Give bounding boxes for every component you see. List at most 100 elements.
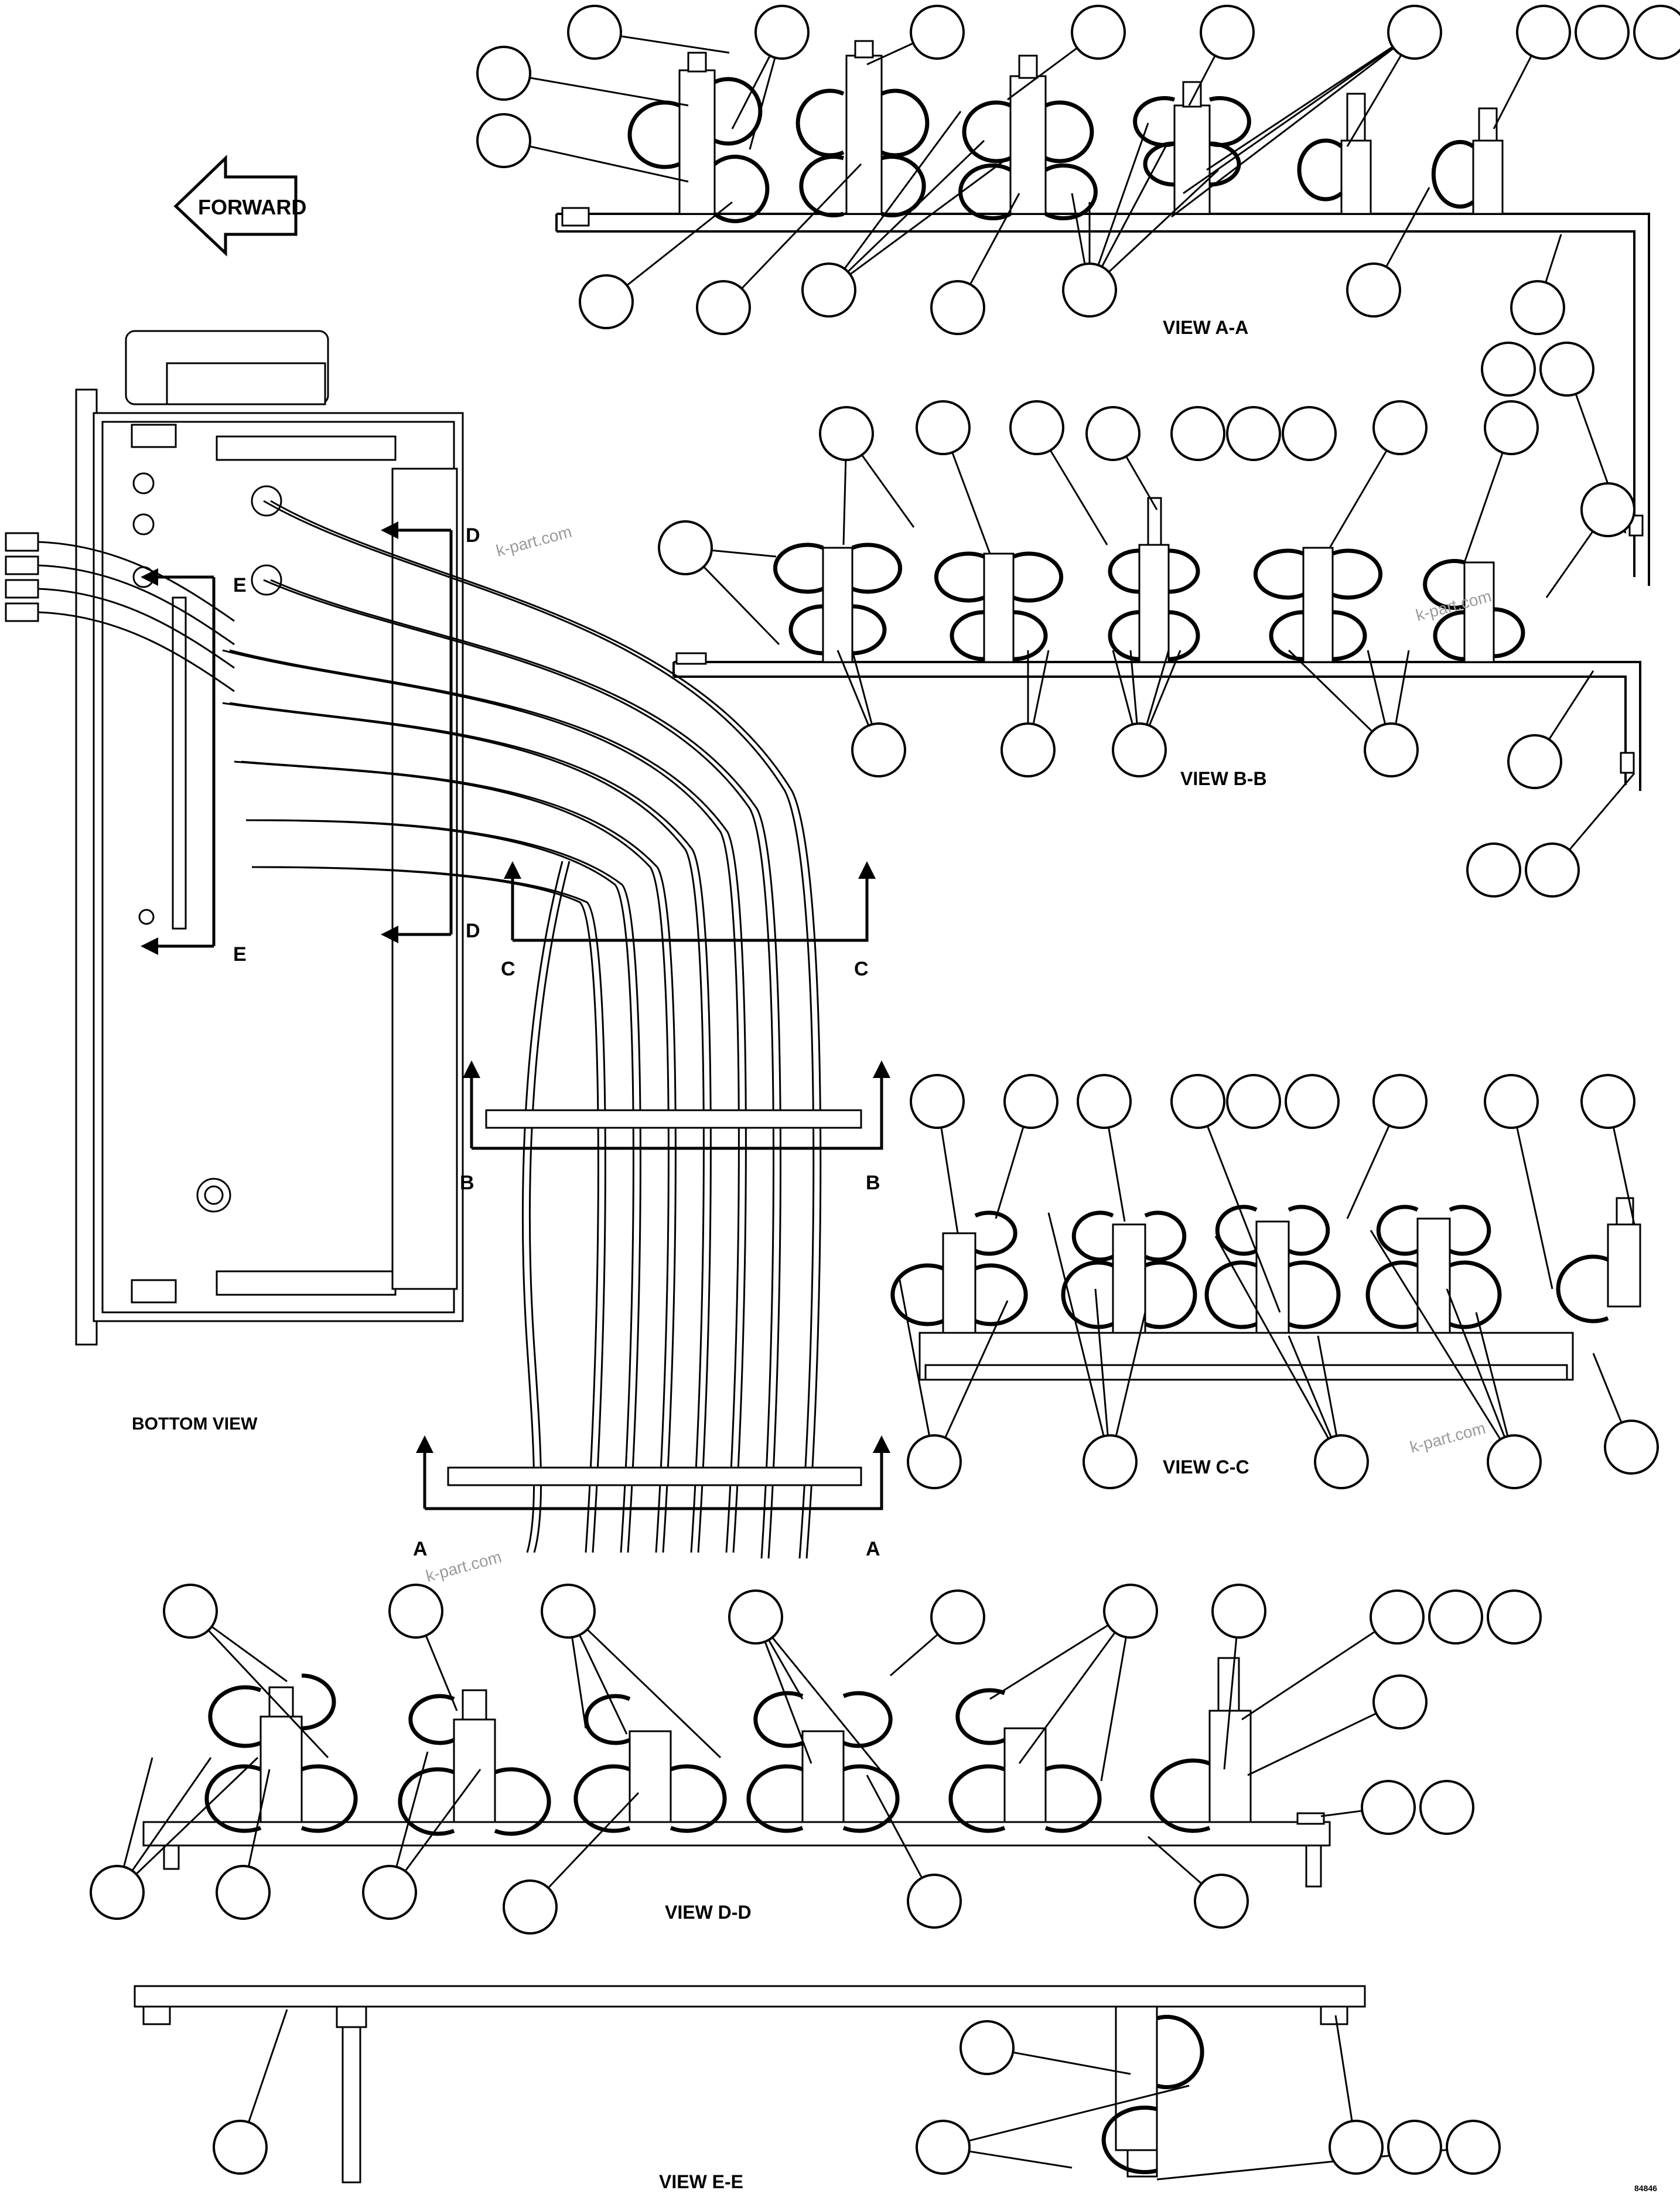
callout-balloon	[1580, 1074, 1635, 1129]
leader-line	[529, 145, 689, 183]
callout-balloon	[1372, 1674, 1428, 1729]
leader-line	[1148, 650, 1182, 726]
leader-line	[1475, 1312, 1509, 1437]
leader-line	[1612, 1127, 1635, 1225]
callout-balloon	[1372, 1074, 1428, 1129]
view-aa-label: VIEW A-A	[1163, 317, 1248, 338]
callout-balloon	[1484, 1074, 1539, 1129]
callout-balloon	[1487, 1589, 1542, 1645]
section-b-right: B	[866, 1172, 880, 1194]
leader-line	[844, 111, 962, 269]
leader-line	[1334, 2015, 1353, 2121]
view-bb-label: VIEW B-B	[1180, 768, 1267, 789]
leader-line	[1247, 1712, 1377, 1776]
callout-balloon	[1083, 1434, 1138, 1489]
leader-line	[1516, 1127, 1553, 1289]
forward-label: FORWARD	[198, 195, 306, 219]
watermark: k-part.com	[494, 523, 574, 560]
leader-line	[1463, 452, 1504, 563]
leader-line	[1346, 54, 1402, 147]
leader-line	[1100, 1637, 1127, 1782]
leader-line	[586, 1629, 722, 1759]
callout-balloon	[1370, 1589, 1425, 1645]
view-aa: VIEW A-A	[555, 40, 1650, 586]
leader-line	[1385, 187, 1430, 268]
leader-line	[1214, 1236, 1330, 1439]
callout-balloon	[1575, 5, 1630, 60]
callout-balloon	[1387, 5, 1442, 60]
leader-line	[1115, 1312, 1146, 1437]
watermark: k-part.com	[1408, 1419, 1488, 1456]
bracket-aa	[555, 213, 1650, 586]
leader-line	[1108, 169, 1220, 273]
view-ee-label: VIEW E-E	[659, 2171, 743, 2192]
leader-line	[207, 1629, 329, 1759]
callout-balloon	[916, 2120, 971, 2175]
callout-balloon	[1226, 406, 1281, 461]
view-dd-label: VIEW D-D	[665, 1902, 752, 1923]
callout-balloon	[1466, 842, 1521, 898]
leader-line	[1071, 193, 1086, 264]
leader-line	[1094, 1288, 1109, 1436]
leader-line	[1206, 46, 1394, 171]
callout-balloon	[216, 1865, 271, 1920]
section-c-right: C	[854, 958, 869, 980]
leader-line	[578, 1634, 628, 1735]
figure-number: 84846	[1634, 2184, 1657, 2193]
callout-balloon	[579, 274, 634, 329]
section-d-bottom: D	[466, 920, 480, 942]
callout-balloon	[1282, 406, 1337, 461]
section-c-arrow	[511, 879, 869, 942]
leader-line	[731, 55, 771, 129]
bottom-view: BOTTOM VIEW	[5, 330, 862, 1559]
section-b-left: B	[460, 1172, 474, 1194]
callout-balloon	[1481, 342, 1536, 397]
leader-line	[1148, 1836, 1203, 1885]
callout-balloon	[362, 1865, 417, 1920]
leader-line	[842, 459, 847, 545]
leader-line	[768, 1639, 804, 1700]
leader-line	[425, 1635, 458, 1711]
bottom-view-label: BOTTOM VIEW	[132, 1414, 258, 1434]
leader-line	[1146, 650, 1170, 725]
clamp-group-cc	[890, 1197, 1641, 1334]
leader-line	[741, 163, 862, 289]
callout-balloon	[163, 1584, 218, 1639]
leader-line	[1032, 650, 1050, 725]
section-d-arrow	[398, 528, 453, 936]
leader-line	[866, 42, 914, 66]
callout-balloon	[728, 1589, 783, 1645]
section-b-arrow	[470, 1078, 883, 1150]
clamp-bar-a	[447, 1466, 862, 1486]
leader-line	[1568, 773, 1635, 851]
callout-balloon	[1428, 1589, 1483, 1645]
callout-balloon	[1446, 2120, 1501, 2175]
callout-balloon	[930, 1589, 985, 1645]
callout-balloon	[1484, 400, 1539, 455]
callout-balloon	[1226, 1074, 1281, 1129]
leader-line	[1592, 1353, 1623, 1423]
section-d-top: D	[466, 524, 480, 547]
leader-line	[248, 2009, 288, 2123]
leader-line	[898, 1277, 931, 1437]
callout-balloon	[910, 5, 965, 60]
callout-balloon	[754, 5, 810, 60]
leader-line	[995, 1126, 1025, 1219]
leader-line	[404, 1769, 482, 1872]
clamp-bar-b	[485, 1109, 862, 1129]
leader-line	[1317, 1335, 1338, 1437]
callout-balloon	[1487, 1434, 1542, 1489]
plate-dd	[142, 1821, 1331, 1847]
callout-balloon	[541, 1584, 596, 1639]
leader-line	[969, 193, 1020, 285]
clamp-group-bb	[773, 497, 1525, 663]
view-dd: VIEW D-D	[142, 1657, 1331, 1923]
clamp-group-dd	[204, 1657, 1252, 1836]
bracket-bb	[672, 661, 1641, 791]
leader-line	[1097, 122, 1149, 266]
section-c-left: C	[501, 958, 515, 980]
tube-bundle	[37, 500, 822, 1559]
leader-line	[1112, 650, 1133, 725]
leader-line	[1446, 1288, 1506, 1438]
leader-line	[547, 1792, 640, 1889]
